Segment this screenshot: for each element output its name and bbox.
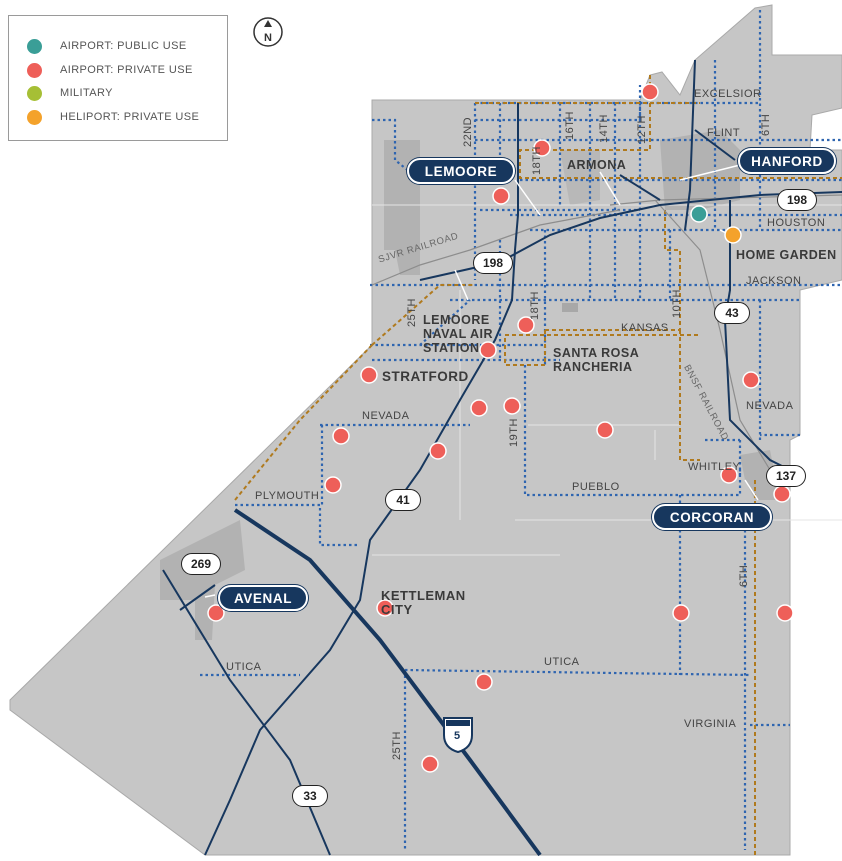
legend-item: AIRPORT: PUBLIC USE [27, 38, 187, 54]
public-airport-swatch-icon [27, 38, 42, 54]
highways [162, 59, 842, 857]
highway-43-shield: 43 [714, 302, 750, 324]
airport-private-marker [720, 466, 738, 484]
road-label-nevada-west: NEVADA [362, 410, 410, 422]
road-label-kansas: KANSAS [621, 322, 669, 334]
airport-public-marker [690, 205, 708, 223]
airport-private-marker [360, 366, 378, 384]
road-label-jackson: JACKSON [746, 275, 802, 287]
place-armona: ARMONA [567, 158, 627, 172]
airport-private-marker [479, 341, 497, 359]
road-label-14th: 14TH [598, 114, 610, 143]
airport-private-marker [517, 316, 535, 334]
north-arrow: N [253, 17, 283, 47]
city-label-lemoore: LEMOORE [407, 158, 515, 184]
highway-198-west-shield: 198 [473, 252, 513, 274]
road-label-18th-north: 18TH [531, 146, 543, 175]
road-label-25th-south: 25TH [391, 731, 403, 760]
road-label-utica-east: UTICA [544, 656, 580, 668]
highway-33-shield: 33 [292, 785, 328, 807]
highway-137-shield: 137 [766, 465, 806, 487]
airport-private-marker [641, 83, 659, 101]
heliport-private-marker [724, 226, 742, 244]
map-legend: AIRPORT: PUBLIC USE AIRPORT: PRIVATE USE… [8, 15, 228, 141]
road-label-6th-south: 6TH [738, 564, 750, 587]
road-label-19th: 19TH [508, 418, 520, 447]
airport-private-marker [324, 476, 342, 494]
place-santa-rosa-rancheria: SANTA ROSA RANCHERIA [553, 346, 640, 374]
road-label-excelsior: EXCELSIOR [694, 88, 762, 100]
district-boundary [234, 75, 842, 855]
road-label-6th-north: 6TH [760, 113, 772, 136]
airport-private-marker [596, 421, 614, 439]
leader-lines [204, 164, 759, 598]
road-label-16th: 16TH [564, 111, 576, 140]
airport-private-marker [533, 139, 551, 157]
airport-private-marker [421, 755, 439, 773]
road-label-utica-west: UTICA [226, 661, 262, 673]
highway-198-east-shield: 198 [777, 189, 817, 211]
airport-private-marker [470, 399, 488, 417]
city-label-avenal: AVENAL [218, 585, 308, 611]
road-label-plymouth: PLYMOUTH [255, 490, 320, 502]
airport-private-marker [672, 604, 690, 622]
city-label-corcoran: CORCORAN [652, 504, 772, 530]
interstate-5-label: 5 [454, 730, 461, 742]
road-label-whitley: WHITLEY [688, 461, 741, 473]
airport-private-marker [742, 371, 760, 389]
road-label-25th-north: 25TH [406, 298, 418, 327]
road-label-22nd: 22ND [462, 116, 474, 147]
airport-private-marker [429, 442, 447, 460]
airport-private-marker [503, 397, 521, 415]
road-label-virginia: VIRGINIA [684, 718, 737, 730]
road-label-pueblo: PUEBLO [572, 481, 620, 493]
military-swatch-icon [27, 85, 42, 101]
airport-private-marker [773, 485, 791, 503]
road-label-nevada-east: NEVADA [746, 400, 794, 412]
airport-private-marker [776, 604, 794, 622]
avenal-urban-area [160, 520, 245, 640]
place-kettleman-city: KETTLEMAN CITY [381, 588, 466, 617]
road-label-12th: 12TH [636, 115, 648, 144]
heliport-swatch-icon [27, 109, 42, 125]
airport-markers [207, 83, 794, 773]
place-home-garden: HOME GARDEN [736, 248, 837, 262]
airport-private-marker [475, 673, 493, 691]
road-label-18th-south: 18TH [529, 291, 541, 320]
place-stratford: STRATFORD [382, 369, 469, 384]
road-label-flint: FLINT [707, 127, 741, 139]
airport-private-marker [376, 599, 394, 617]
highway-41-shield: 41 [385, 489, 421, 511]
legend-item: MILITARY [27, 85, 113, 101]
legend-item: AIRPORT: PRIVATE USE [27, 62, 193, 78]
airport-private-marker [207, 604, 225, 622]
airport-private-marker [332, 427, 350, 445]
highway-269-shield: 269 [181, 553, 221, 575]
place-lemoore-nas: LEMOORE NAVAL AIR STATION [423, 313, 494, 355]
road-label-10th: 10TH [671, 289, 683, 318]
legend-item: HELIPORT: PRIVATE USE [27, 109, 199, 125]
interstate-5-shield [443, 717, 473, 754]
city-label-hanford: HANFORD [738, 148, 836, 174]
airport-private-marker [492, 187, 510, 205]
private-airport-swatch-icon [27, 62, 42, 78]
hanford-urban-area [660, 130, 740, 210]
north-label: N [264, 32, 272, 44]
rancheria-area [562, 303, 578, 312]
road-label-houston: HOUSTON [767, 217, 826, 229]
